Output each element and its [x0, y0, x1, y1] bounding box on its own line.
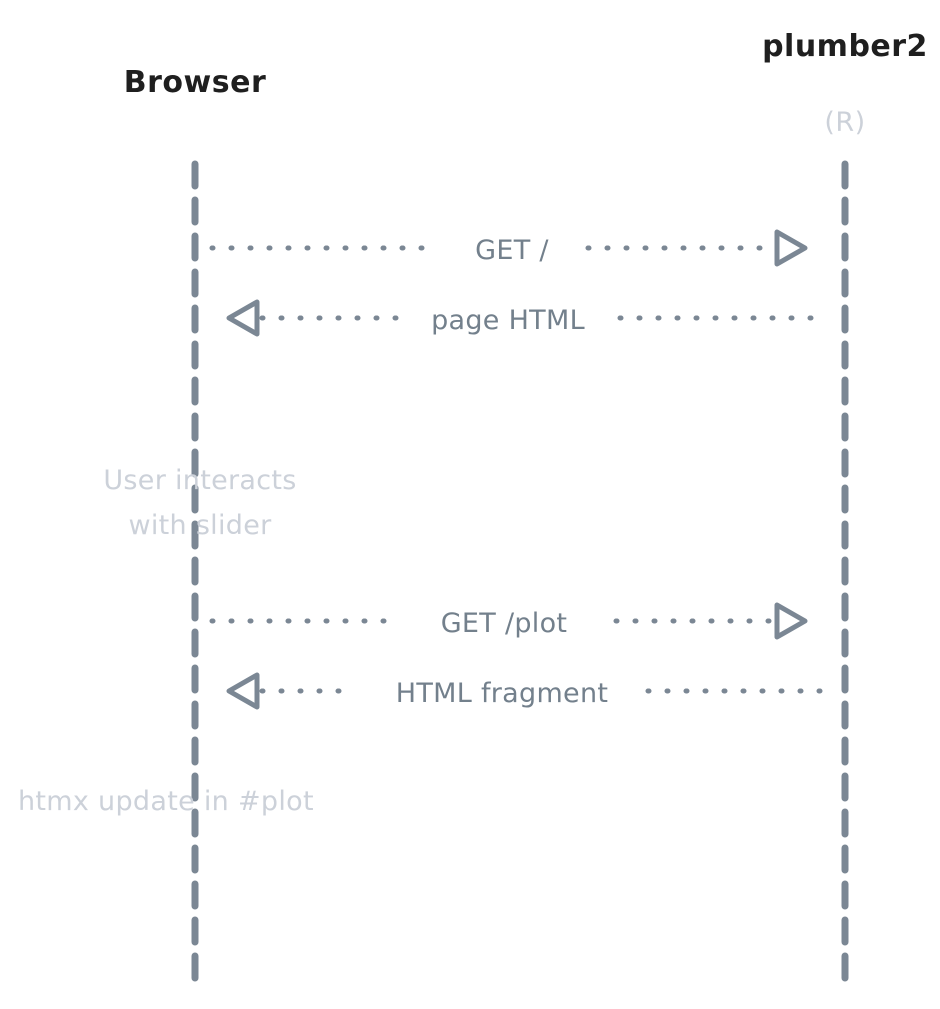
- note-1-line-2: with slider: [128, 510, 272, 541]
- note-1-line-1: User interacts: [103, 465, 296, 496]
- participant-plumber2-label: plumber2: [762, 29, 928, 64]
- participant-plumber2[interactable]: plumber2 (R): [762, 29, 928, 138]
- note-1: User interacts with slider: [103, 465, 296, 541]
- message-1-arrowhead-right: [774, 229, 808, 267]
- message-3-arrowhead-right: [774, 602, 808, 640]
- message-4-label: HTML fragment: [396, 678, 609, 709]
- participant-browser-label: Browser: [124, 65, 266, 100]
- message-3[interactable]: GET /plot: [209, 602, 808, 640]
- message-3-label: GET /plot: [441, 608, 568, 639]
- message-2-arrowhead-left: [226, 299, 260, 337]
- message-2-label: page HTML: [431, 305, 585, 336]
- message-2[interactable]: page HTML: [226, 299, 823, 337]
- message-4-arrowhead-left: [226, 672, 260, 710]
- participant-browser[interactable]: Browser: [124, 65, 266, 100]
- message-1[interactable]: GET /: [209, 229, 808, 267]
- note-2-line-1: htmx update in #plot: [18, 786, 314, 817]
- note-2: htmx update in #plot: [18, 786, 314, 817]
- participant-plumber2-sublabel: (R): [824, 107, 865, 138]
- message-4[interactable]: HTML fragment: [226, 672, 823, 710]
- message-1-label: GET /: [475, 235, 549, 266]
